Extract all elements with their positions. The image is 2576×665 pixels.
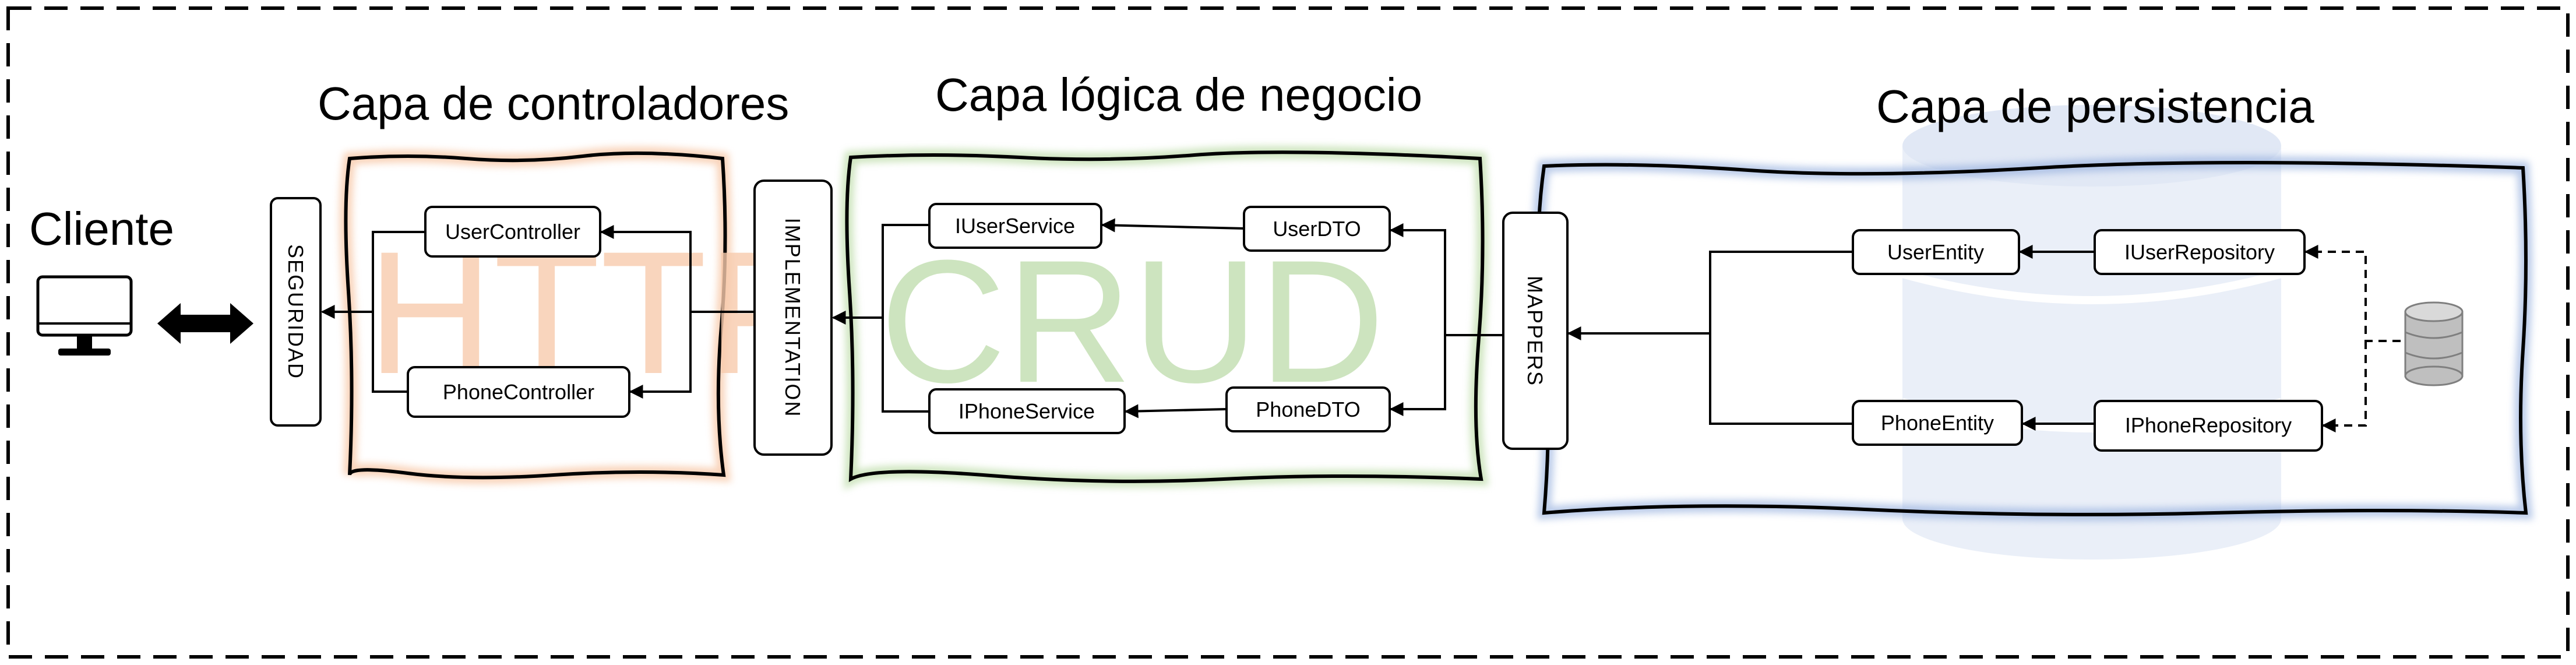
iuser-service-box: IUserService [928,203,1102,249]
iphone-repository-label: IPhoneRepository [2125,413,2292,437]
controllers-layer-title: Capa de controladores [318,78,789,129]
implementation-label: IMPLEMENTATION [781,218,805,418]
phone-entity-label: PhoneEntity [1881,411,1994,435]
user-controller-label: UserController [445,220,580,244]
user-dto-label: UserDTO [1273,217,1361,241]
security-label: SEGURIDAD [284,244,308,379]
user-controller-box: UserController [424,206,601,258]
user-entity-box: UserEntity [1852,229,2020,275]
iphone-service-label: IPhoneService [958,399,1095,423]
client-label: Cliente [29,203,174,255]
user-entity-label: UserEntity [1887,240,1984,264]
iuser-repository-label: IUserRepository [2124,240,2275,264]
iuser-service-label: IUserService [955,214,1075,238]
business-layer-title: Capa lógica de negocio [935,69,1422,121]
outer-frame [6,6,2570,659]
database-icon [2404,301,2464,386]
persistence-layer [1531,156,2533,521]
controllers-layer: HTTP [339,146,823,484]
phone-entity-box: PhoneEntity [1852,400,2023,446]
mappers-box: MAPPERS [1502,212,1569,450]
bidirectional-arrow-icon [157,303,253,344]
mappers-label: MAPPERS [1523,276,1547,386]
iphone-repository-box: IPhoneRepository [2094,400,2323,452]
iuser-repository-box: IUserRepository [2094,229,2306,275]
phone-controller-box: PhoneController [407,366,630,418]
phone-dto-box: PhoneDTO [1225,386,1391,432]
security-box: SEGURIDAD [270,197,322,427]
phone-dto-label: PhoneDTO [1256,397,1360,421]
user-dto-box: UserDTO [1243,206,1391,252]
implementation-box: IMPLEMENTATION [753,180,833,456]
iphone-service-box: IPhoneService [928,388,1126,434]
phone-controller-label: PhoneController [443,380,594,404]
persistence-layer-title: Capa de persistencia [1876,80,2314,132]
monitor-icon [36,275,133,356]
